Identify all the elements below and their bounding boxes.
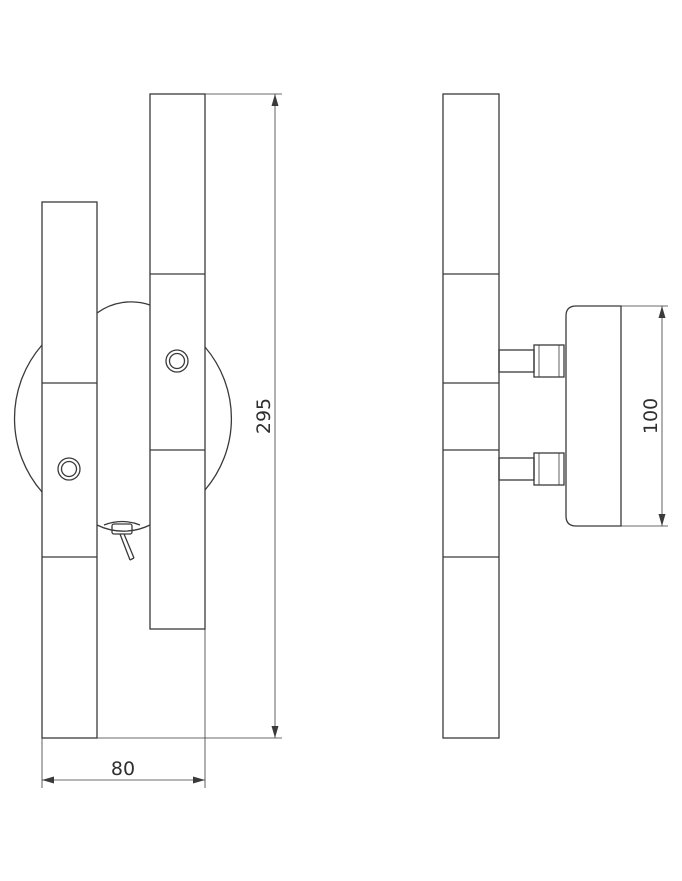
toggle-switch bbox=[103, 520, 141, 561]
wall-plate bbox=[565, 305, 622, 527]
left-tube-screw bbox=[57, 457, 81, 481]
base-dimension: 100 bbox=[621, 305, 668, 527]
height-dimension: 295 bbox=[97, 93, 282, 739]
right-tube-screw bbox=[165, 349, 189, 373]
width-dimension: 80 bbox=[41, 629, 206, 788]
round-wall-base bbox=[13, 344, 43, 493]
left-tube bbox=[41, 201, 98, 739]
side-view: 100 bbox=[442, 93, 668, 739]
lower-arm bbox=[498, 452, 565, 486]
upper-arm bbox=[498, 344, 565, 378]
width-dimension-label: 80 bbox=[111, 758, 135, 780]
base-dimension-label: 100 bbox=[640, 398, 662, 434]
front-view: 295 80 bbox=[13, 93, 282, 788]
height-dimension-label: 295 bbox=[253, 398, 275, 434]
right-tube bbox=[149, 93, 206, 630]
side-tube bbox=[442, 93, 500, 739]
